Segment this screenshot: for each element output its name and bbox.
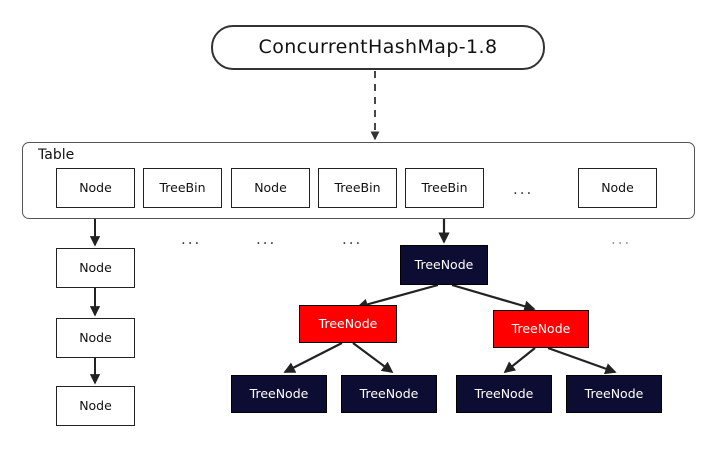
table-cell-4[interactable]: TreeBin — [405, 168, 484, 208]
node-chain-item-2[interactable]: Node — [56, 386, 135, 426]
edge-red-right-to-leaf-3 — [503, 347, 536, 374]
table-ellipsis: ... — [513, 180, 534, 198]
tree-node-5[interactable]: TreeNode — [456, 375, 552, 413]
diagram-title: ConcurrentHashMap-1.8 — [211, 25, 545, 70]
edge-root-to-red-right — [451, 283, 536, 312]
table-cell-2[interactable]: Node — [231, 168, 310, 208]
table-cell-3[interactable]: TreeBin — [318, 168, 397, 208]
tree-node-3[interactable]: TreeNode — [231, 375, 327, 413]
table-cell-5[interactable]: Node — [578, 168, 657, 208]
row-ellipsis-1: ... — [256, 230, 277, 248]
tree-node-4[interactable]: TreeNode — [341, 375, 437, 413]
node-chain-item-0[interactable]: Node — [56, 248, 135, 288]
row-ellipsis-0: ... — [181, 230, 202, 248]
row-ellipsis-2: ... — [342, 230, 363, 248]
node-chain-item-1[interactable]: Node — [56, 318, 135, 358]
edge-red-left-to-leaf-1 — [283, 342, 343, 373]
row-ellipsis-3: ... — [611, 230, 632, 248]
table-label: Table — [38, 147, 75, 163]
table-cell-0[interactable]: Node — [56, 168, 135, 208]
tree-node-6[interactable]: TreeNode — [566, 375, 662, 413]
edge-root-to-red-left — [356, 283, 439, 310]
edge-red-right-to-leaf-4 — [547, 346, 617, 375]
tree-node-2[interactable]: TreeNode — [493, 310, 589, 348]
edge-red-left-to-leaf-2 — [352, 342, 394, 374]
table-cell-1[interactable]: TreeBin — [143, 168, 222, 208]
tree-node-1[interactable]: TreeNode — [299, 305, 397, 343]
tree-node-0[interactable]: TreeNode — [400, 245, 488, 285]
